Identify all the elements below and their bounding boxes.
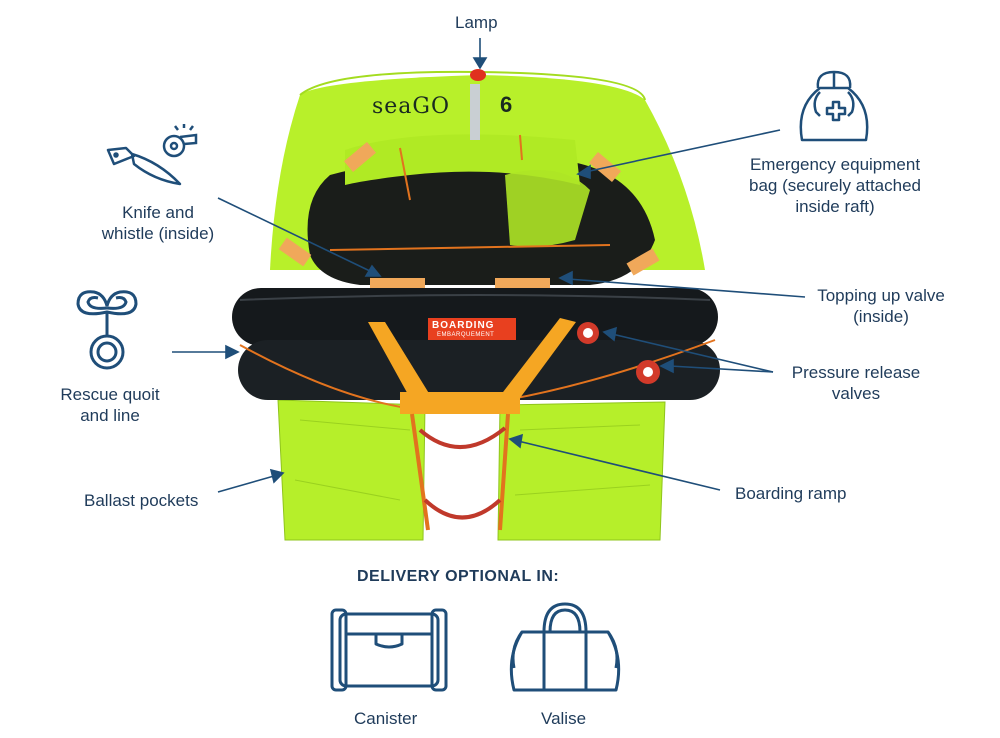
delivery-option-canister: Canister — [354, 709, 418, 728]
knife-icon — [106, 146, 182, 186]
label-pressure-valves: Pressure release valves — [791, 363, 921, 403]
label-rescue-quoit: Rescue quoit and line — [60, 385, 160, 425]
label-knife-whistle: Knife and whistle (inside) — [101, 203, 215, 243]
label-ballast-pockets: Ballast pockets — [84, 491, 199, 510]
raft-brand-text: seaGO — [372, 94, 451, 119]
delivery-option-valise: Valise — [541, 709, 587, 728]
label-boarding-ramp: Boarding ramp — [735, 484, 847, 503]
raft-buoyancy-tubes — [232, 288, 720, 412]
rescue-quoit-icon — [76, 290, 138, 370]
delivery-heading: DELIVERY OPTIONAL IN: — [357, 568, 560, 585]
ballast-pocket-right — [497, 401, 666, 541]
valise-icon — [509, 602, 621, 692]
boarding-sub-text: EMBARQUEMENT — [437, 332, 495, 338]
boarding-ramp — [368, 318, 576, 531]
ballast-pocket-left — [277, 399, 426, 541]
label-emergency-bag: Emergency equipment bag (securely attach… — [749, 155, 921, 216]
canister-icon — [330, 608, 448, 692]
medical-bag-icon — [799, 70, 869, 142]
boarding-text: BOARDING — [432, 320, 495, 331]
raft-canopy — [270, 69, 705, 288]
label-topping-valve: Topping up valve (inside) — [817, 286, 945, 326]
whistle-icon — [162, 124, 198, 158]
label-lamp: Lamp — [455, 13, 498, 32]
raft-capacity-text: 6 — [500, 92, 513, 117]
callout-arrows — [172, 38, 806, 493]
